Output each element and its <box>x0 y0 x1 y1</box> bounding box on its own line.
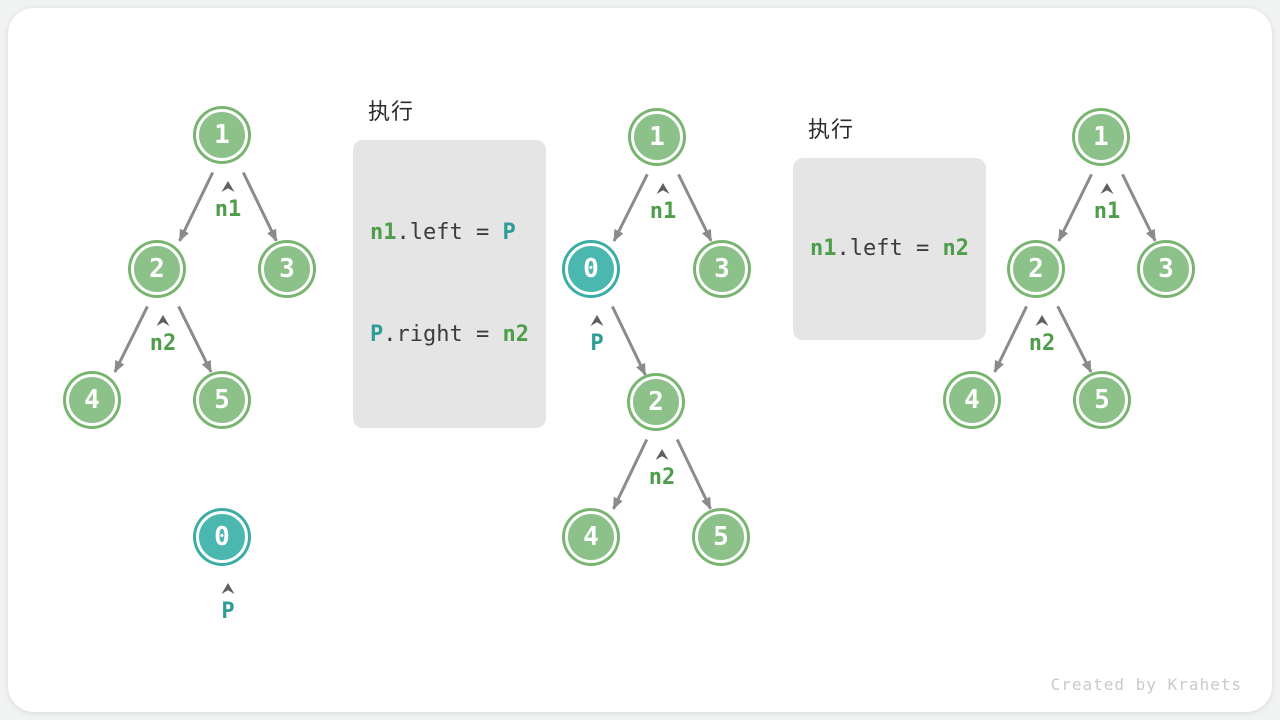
exec-heading: 执行 <box>808 117 855 142</box>
node-value: 5 <box>713 522 729 552</box>
tree-node-p: 0 <box>565 243 617 295</box>
code-token: .left = <box>396 220 503 245</box>
tree-node: 1 <box>1075 111 1127 163</box>
caret-up-icon <box>590 315 604 326</box>
pointer-p: P <box>567 315 627 356</box>
caret-up-icon <box>656 183 670 194</box>
pointer-label: n2 <box>1028 331 1056 356</box>
code-token: P <box>370 322 384 347</box>
code-token: n1 <box>370 220 397 245</box>
tree-2-edges <box>611 173 713 510</box>
code-token: n2 <box>502 322 529 347</box>
tree-node: 1 <box>631 111 683 163</box>
code-line: n1.left = P <box>370 216 529 250</box>
pointer-n1: n1 <box>1077 183 1137 224</box>
pointer-label: n1 <box>1093 199 1121 224</box>
pointer-label: P <box>590 331 604 356</box>
tree-node: 4 <box>565 511 617 563</box>
node-value: 2 <box>1028 254 1044 284</box>
node-value: 2 <box>648 387 664 417</box>
code-token: P <box>502 220 516 245</box>
caret-up-icon <box>221 181 235 192</box>
code-line: P.right = n2 <box>370 318 529 352</box>
tree-node: 1 <box>196 109 248 161</box>
pointer-label: n2 <box>149 331 177 356</box>
tree-node: 4 <box>946 374 998 426</box>
code-token: .left = <box>836 236 943 261</box>
tree-node: 5 <box>196 374 248 426</box>
pointer-n1: n1 <box>633 183 693 224</box>
node-value: 3 <box>714 254 730 284</box>
caret-up-icon <box>221 583 235 594</box>
pointer-n2: n2 <box>632 449 692 490</box>
tree-node: 5 <box>1076 374 1128 426</box>
pointer-n1: n1 <box>198 181 258 222</box>
tree-node: 2 <box>1010 243 1062 295</box>
watermark: Created by Krahets <box>1050 675 1242 694</box>
tree-node: 2 <box>630 376 682 428</box>
node-value: 1 <box>649 122 665 152</box>
tree-3-edges <box>993 173 1157 373</box>
pointer-p: P <box>198 583 258 624</box>
node-value: 0 <box>214 522 230 552</box>
node-value: 4 <box>583 522 599 552</box>
pointer-label: n2 <box>648 465 676 490</box>
node-value: 3 <box>1158 254 1174 284</box>
pointer-label: n1 <box>214 197 242 222</box>
caret-up-icon <box>1100 183 1114 194</box>
code-line: n1.left = n2 <box>810 232 969 266</box>
node-value: 1 <box>214 120 230 150</box>
node-value: 5 <box>1094 385 1110 415</box>
code-token: n2 <box>942 236 969 261</box>
caret-up-icon <box>1035 315 1049 326</box>
caret-up-icon <box>156 315 170 326</box>
pointer-label: n1 <box>649 199 677 224</box>
code-block: n1.left = n2 <box>793 158 986 340</box>
tree-node: 3 <box>261 243 313 295</box>
node-value: 0 <box>583 254 599 284</box>
pointer-label: P <box>221 599 235 624</box>
node-value: 3 <box>279 254 295 284</box>
tree-node-p: 0 <box>196 511 248 563</box>
node-value: 4 <box>84 385 100 415</box>
tree-node: 2 <box>131 243 183 295</box>
code-token: n1 <box>810 236 837 261</box>
tree-node: 3 <box>696 243 748 295</box>
code-token: .right = <box>383 322 503 347</box>
pointer-n2: n2 <box>1012 315 1072 356</box>
code-block: n1.left = P P.right = n2 <box>353 140 546 428</box>
exec-heading: 执行 <box>368 99 415 124</box>
node-value: 1 <box>1093 122 1109 152</box>
tree-node: 3 <box>1140 243 1192 295</box>
tree-node: 4 <box>66 374 118 426</box>
tree-1-edges <box>113 171 278 373</box>
pointer-n2: n2 <box>133 315 193 356</box>
node-value: 5 <box>214 385 230 415</box>
node-value: 2 <box>149 254 165 284</box>
caret-up-icon <box>655 449 669 460</box>
node-value: 4 <box>964 385 980 415</box>
tree-node: 5 <box>695 511 747 563</box>
